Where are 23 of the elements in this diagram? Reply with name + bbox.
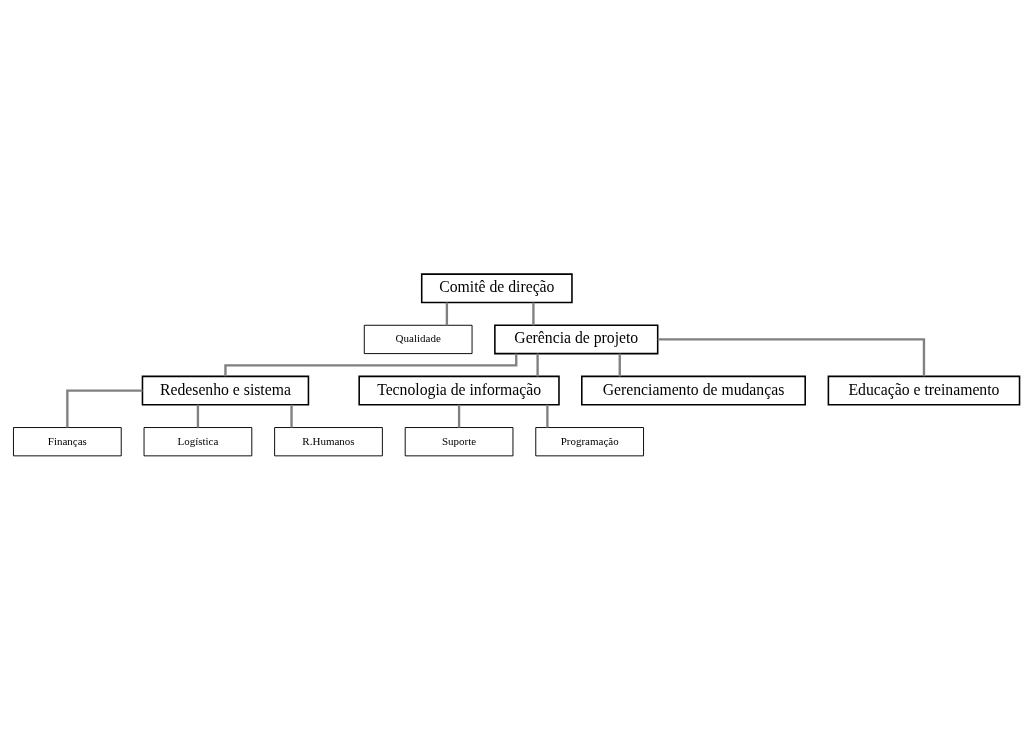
node-box: Educação e treinamento [827, 375, 1020, 405]
connector [223, 353, 517, 376]
connector [457, 404, 460, 428]
connector [196, 404, 199, 428]
connector [65, 388, 142, 427]
node-box: Redesenho e sistema [141, 375, 309, 405]
connector [618, 353, 621, 376]
node-box: Qualidade [363, 324, 473, 354]
connector [545, 404, 549, 428]
connector [657, 337, 925, 376]
node-box: Finanças [12, 426, 122, 456]
node-box: Comitê de direção [420, 272, 573, 303]
connector [531, 302, 535, 325]
connector [535, 353, 539, 376]
node-box: Tecnologia de informação [357, 375, 560, 405]
node-box: Gerenciamento de mudanças [580, 375, 806, 405]
node-box: Gerência de projeto [493, 324, 658, 354]
connector [289, 404, 293, 428]
node-box: Suporte [404, 426, 513, 456]
node-box: R.Humanos [273, 426, 383, 456]
connector [445, 302, 448, 325]
node-box: Logística [143, 426, 252, 456]
node-box: Programação [534, 426, 644, 456]
